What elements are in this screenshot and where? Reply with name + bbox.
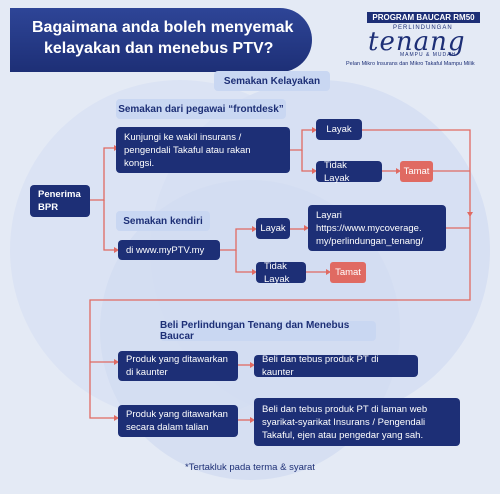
beli-talian-box: Beli dan tebus produk PT di laman web sy…: [254, 398, 460, 446]
layak-kendiri-box: Layak: [256, 218, 290, 239]
layari-box: Layari https://www.mycoverage. my/perlin…: [308, 205, 446, 251]
penerima-bpr-box: Penerima BPR: [30, 185, 90, 217]
myptv-box: di www.myPTV.my: [118, 240, 220, 260]
logo-sub: PERLINDUNGAN: [393, 25, 453, 31]
page-title: Bagaimana anda boleh menyemak kelayakan …: [10, 8, 312, 72]
produk-kaunter-box: Produk yang ditawarkan di kaunter: [118, 351, 238, 381]
tamat-kendiri-box: Tamat: [330, 262, 366, 283]
kunjungi-box: Kunjungi ke wakil insurans / pengendali …: [116, 127, 290, 173]
beli-header: Beli Perlindungan Tenang dan Menebus Bau…: [160, 320, 376, 342]
footnote: *Tertakluk pada terma & syarat: [185, 462, 315, 473]
semakan-kelayakan-header: Semakan Kelayakan: [214, 71, 330, 91]
tidak-layak-kendiri-box: Tidak Layak: [256, 261, 306, 285]
semakan-kendiri-header: Semakan kendiri: [116, 211, 210, 231]
tamat-frontdesk-box: Tamat: [400, 161, 433, 182]
logo-badge: PROGRAM BAUCAR RM50: [367, 12, 480, 23]
layak-frontdesk-box: Layak: [316, 119, 362, 140]
logo-script: tenang: [368, 27, 466, 57]
title-line-1: Bagaimana anda boleh menyemak: [32, 19, 294, 36]
tidak-layak-frontdesk-box: Tidak Layak: [316, 160, 382, 184]
produk-talian-box: Produk yang ditawarkan secara dalam tali…: [118, 405, 238, 437]
beli-kaunter-box: Beli dan tebus produk PT di kaunter: [254, 354, 418, 378]
logo-tagline: MAMPU & MUDAH: [400, 52, 457, 58]
logo-description: Pelan Mikro Insurans dan Mikro Takaful M…: [346, 61, 475, 67]
semakan-frontdesk-header: Semakan dari pegawai “frontdesk”: [116, 99, 286, 119]
title-line-2: kelayakan dan menebus PTV?: [44, 40, 274, 57]
